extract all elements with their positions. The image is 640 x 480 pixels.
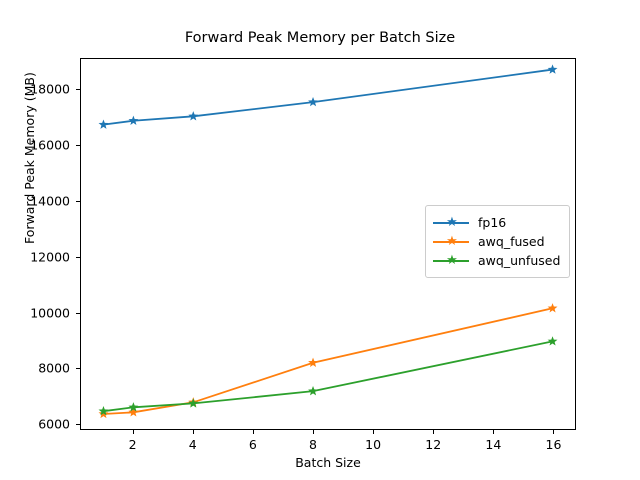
x-tick-label: 6 (248, 437, 257, 452)
legend-item[interactable]: ★ fp16 (433, 213, 560, 232)
y-tick-mark (76, 368, 80, 369)
legend-label: awq_fused (478, 234, 545, 249)
series-marker (98, 408, 109, 419)
y-tick-mark (76, 424, 80, 425)
x-axis-label: Batch Size (295, 455, 361, 470)
plot-lines (98, 64, 558, 419)
series-marker (547, 303, 558, 313)
y-tick-label: 12000 (30, 249, 70, 265)
y-tick-label: 10000 (30, 305, 70, 321)
legend-line (433, 259, 469, 262)
series-marker (547, 336, 558, 346)
y-tick-label: 14000 (30, 193, 70, 209)
series-marker (308, 385, 318, 396)
star-icon: ★ (446, 214, 458, 230)
series-line (103, 340, 553, 413)
x-tick-mark (373, 430, 374, 434)
legend-swatch: ★ (433, 233, 469, 249)
y-axis-label-text: Forward Peak Memory (MB) (22, 72, 37, 244)
y-tick-mark (76, 201, 80, 202)
series-marker (98, 119, 109, 129)
legend-line (433, 221, 469, 224)
y-tick-label: 18000 (30, 81, 70, 97)
series-marker (128, 402, 139, 412)
x-tick-mark (193, 430, 194, 434)
x-tick-mark (553, 430, 554, 434)
x-tick-label: 14 (485, 437, 502, 452)
series-marker (98, 406, 109, 416)
series-marker (547, 64, 558, 74)
x-tick-mark (253, 430, 254, 434)
series-line (103, 307, 553, 415)
x-tick-label: 8 (308, 437, 317, 452)
series-marker (128, 407, 139, 417)
y-tick-mark (76, 89, 80, 90)
series-marker (128, 115, 139, 125)
legend-swatch: ★ (433, 252, 469, 268)
x-tick-label: 4 (188, 437, 197, 452)
legend-item[interactable]: ★ awq_unfused (433, 251, 560, 270)
series-marker (308, 96, 318, 107)
star-icon: ★ (446, 233, 458, 249)
series-marker (308, 357, 318, 367)
star-icon: ★ (446, 252, 458, 268)
y-tick-mark (76, 257, 80, 258)
x-tick-label: 16 (545, 437, 562, 452)
series-marker (188, 398, 199, 408)
legend-swatch: ★ (433, 214, 469, 230)
series-line (103, 68, 553, 126)
y-tick-label: 6000 (38, 416, 70, 432)
x-tick-mark (493, 430, 494, 434)
legend-line (433, 240, 469, 243)
chart-title: Forward Peak Memory per Batch Size (184, 30, 456, 46)
x-tick-label: 12 (425, 437, 442, 452)
series-marker (188, 111, 199, 121)
y-tick-mark (76, 313, 80, 314)
y-tick-label: 16000 (30, 137, 70, 153)
chart-legend: ★ fp16 ★ awq_fused ★ awq_unfused (425, 205, 571, 278)
legend-label: fp16 (478, 215, 507, 230)
x-tick-mark (313, 430, 314, 434)
x-tick-mark (433, 430, 434, 434)
y-tick-mark (76, 145, 80, 146)
x-tick-label: 2 (128, 437, 137, 452)
x-tick-mark (133, 430, 134, 434)
x-tick-label: 10 (365, 437, 382, 452)
legend-label: awq_unfused (478, 253, 561, 268)
legend-item[interactable]: ★ awq_fused (433, 232, 560, 251)
y-tick-label: 8000 (38, 360, 70, 376)
